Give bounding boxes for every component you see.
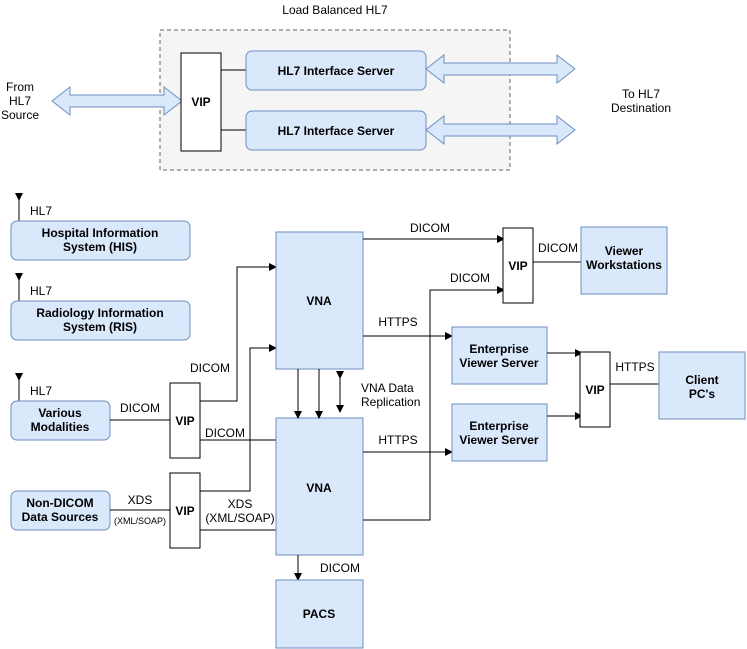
non-dicom-box[interactable]: Non-DICOM Data Sources bbox=[10, 490, 111, 531]
enterprise-viewer-server-2[interactable]: Enterprise Viewer Server bbox=[451, 403, 548, 462]
svg-text:HL7 Interface Server: HL7 Interface Server bbox=[278, 64, 395, 78]
svg-text:From: From bbox=[6, 80, 34, 94]
svg-text:Replication: Replication bbox=[361, 395, 420, 409]
svg-text:DICOM: DICOM bbox=[120, 401, 160, 415]
svg-text:HTTPS: HTTPS bbox=[378, 433, 417, 447]
modalities-vip[interactable] bbox=[169, 382, 201, 459]
svg-text:HL7: HL7 bbox=[30, 384, 52, 398]
svg-text:VIP: VIP bbox=[175, 414, 194, 428]
svg-text:HL7: HL7 bbox=[9, 94, 31, 108]
svg-text:Non-DICOM: Non-DICOM bbox=[26, 496, 93, 510]
svg-text:XDS: XDS bbox=[228, 497, 253, 511]
svg-text:HTTPS: HTTPS bbox=[378, 315, 417, 329]
hl7-destination-double-arrow-2 bbox=[425, 114, 576, 146]
svg-text:HL7: HL7 bbox=[30, 204, 52, 218]
to-hl7-destination-label: To HL7 Destination bbox=[611, 87, 671, 115]
modalities-box[interactable]: Various Modalities bbox=[10, 400, 111, 441]
svg-text:VNA: VNA bbox=[306, 481, 332, 495]
hl7-interface-server-1[interactable]: HL7 Interface Server bbox=[245, 50, 427, 91]
svg-text:Viewer: Viewer bbox=[605, 244, 644, 258]
viewer-workstations-box[interactable]: Viewer Workstations bbox=[580, 226, 668, 295]
svg-text:Workstations: Workstations bbox=[586, 258, 662, 272]
load-balanced-title: Load Balanced HL7 bbox=[282, 3, 388, 17]
svg-text:VIP: VIP bbox=[191, 95, 210, 109]
hl7-destination-double-arrow-1 bbox=[425, 53, 576, 85]
svg-text:VIP: VIP bbox=[585, 383, 604, 397]
svg-text:Enterprise: Enterprise bbox=[469, 342, 529, 356]
svg-text:PC's: PC's bbox=[689, 387, 716, 401]
svg-text:System (RIS): System (RIS) bbox=[63, 320, 137, 334]
svg-text:To HL7: To HL7 bbox=[622, 87, 660, 101]
client-pcs-box[interactable]: Client PC's bbox=[658, 351, 746, 420]
svg-text:DICOM: DICOM bbox=[538, 241, 578, 255]
svg-text:Viewer Server: Viewer Server bbox=[459, 433, 539, 447]
client-vip[interactable] bbox=[579, 351, 611, 428]
svg-text:Hospital Information: Hospital Information bbox=[42, 226, 159, 240]
svg-text:Source: Source bbox=[1, 108, 39, 122]
svg-text:Various: Various bbox=[38, 406, 82, 420]
ris-box[interactable]: Radiology Information System (RIS) bbox=[10, 300, 191, 341]
svg-text:(XML/SOAP): (XML/SOAP) bbox=[114, 516, 166, 526]
vna-primary[interactable]: VNA bbox=[275, 231, 364, 370]
svg-text:VNA Data: VNA Data bbox=[361, 381, 414, 395]
enterprise-viewer-server-1[interactable]: Enterprise Viewer Server bbox=[451, 326, 548, 385]
svg-text:PACS: PACS bbox=[303, 607, 335, 621]
svg-text:DICOM: DICOM bbox=[410, 221, 450, 235]
pacs-box[interactable]: PACS bbox=[275, 579, 364, 649]
svg-text:HL7 Interface Server: HL7 Interface Server bbox=[278, 124, 395, 138]
svg-text:Destination: Destination bbox=[611, 101, 671, 115]
hl7-interface-server-2[interactable]: HL7 Interface Server bbox=[245, 110, 427, 151]
svg-text:Viewer Server: Viewer Server bbox=[459, 356, 539, 370]
svg-text:Modalities: Modalities bbox=[31, 420, 90, 434]
svg-text:Radiology Information: Radiology Information bbox=[36, 306, 163, 320]
svg-text:DICOM: DICOM bbox=[450, 271, 490, 285]
vna-secondary[interactable]: VNA bbox=[275, 417, 364, 556]
svg-text:(XML/SOAP): (XML/SOAP) bbox=[205, 511, 274, 525]
svg-text:HTTPS: HTTPS bbox=[615, 360, 654, 374]
top-vip[interactable] bbox=[180, 52, 222, 152]
svg-text:HL7: HL7 bbox=[30, 284, 52, 298]
viewer-vip[interactable] bbox=[502, 227, 534, 304]
svg-text:VNA: VNA bbox=[306, 294, 332, 308]
svg-text:Client: Client bbox=[685, 373, 718, 387]
vna-replication-label: VNA Data Replication bbox=[361, 381, 420, 409]
svg-text:XDS: XDS bbox=[128, 493, 153, 507]
from-hl7-source-label: From HL7 Source bbox=[1, 80, 39, 122]
his-box[interactable]: Hospital Information System (HIS) bbox=[10, 220, 191, 261]
svg-text:VIP: VIP bbox=[508, 259, 527, 273]
svg-text:DICOM: DICOM bbox=[205, 426, 245, 440]
svg-text:DICOM: DICOM bbox=[320, 561, 360, 575]
svg-text:System (HIS): System (HIS) bbox=[63, 240, 137, 254]
svg-text:Enterprise: Enterprise bbox=[469, 419, 529, 433]
svg-text:DICOM: DICOM bbox=[190, 361, 230, 375]
svg-text:VIP: VIP bbox=[175, 504, 194, 518]
non-dicom-vip[interactable] bbox=[169, 472, 201, 549]
svg-text:Data Sources: Data Sources bbox=[22, 510, 99, 524]
